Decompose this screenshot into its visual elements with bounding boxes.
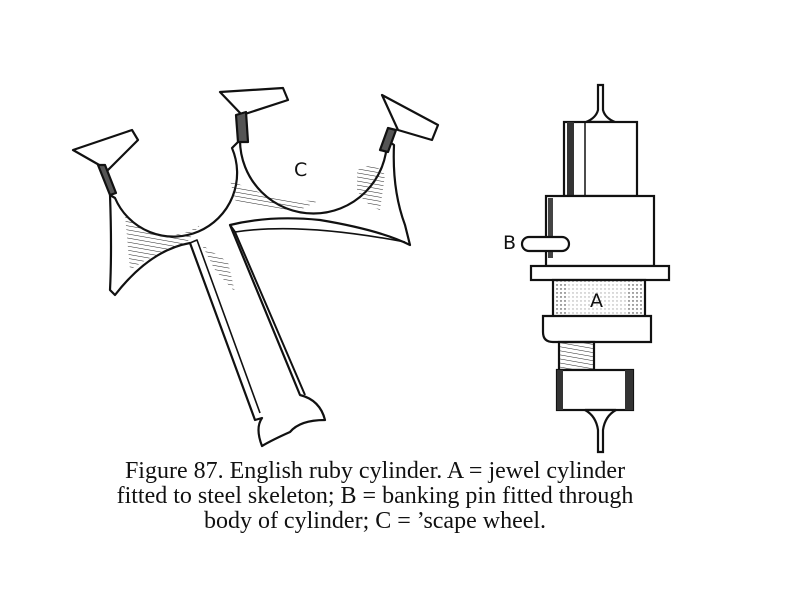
scape-wheel-drawing	[71, 86, 440, 448]
label-a: A	[590, 290, 603, 312]
wheel-tooth-right	[380, 93, 440, 142]
lower-bracket	[541, 314, 653, 344]
wheel-tooth-middle	[218, 86, 290, 117]
cylinder-body	[544, 194, 656, 268]
collar	[529, 264, 671, 282]
figure-87: C B A	[71, 83, 671, 454]
figure-caption: Figure 87. English ruby cylinder. A = je…	[60, 459, 690, 534]
wheel-tooth-left	[71, 128, 140, 172]
caption-line-1: Figure 87. English ruby cylinder. A = je…	[124, 458, 626, 484]
label-c: C	[294, 159, 308, 181]
figure-drawings	[71, 83, 671, 454]
lower-cylinder	[555, 368, 635, 412]
caption-line-2: fitted to steel skeleton; B = banking pi…	[116, 483, 634, 509]
top-pivot	[585, 83, 616, 124]
wheel-rim	[108, 138, 412, 448]
lower-shaft	[557, 340, 596, 372]
upper-cylinder	[562, 120, 639, 198]
ruby-cylinder-drawing	[520, 83, 671, 454]
banking-pin	[520, 235, 571, 253]
label-b: B	[503, 232, 517, 254]
caption-line-3: body of cylinder; C = ’scape wheel.	[203, 508, 547, 534]
wheel-hatch	[125, 215, 200, 270]
bottom-pivot	[584, 408, 617, 454]
